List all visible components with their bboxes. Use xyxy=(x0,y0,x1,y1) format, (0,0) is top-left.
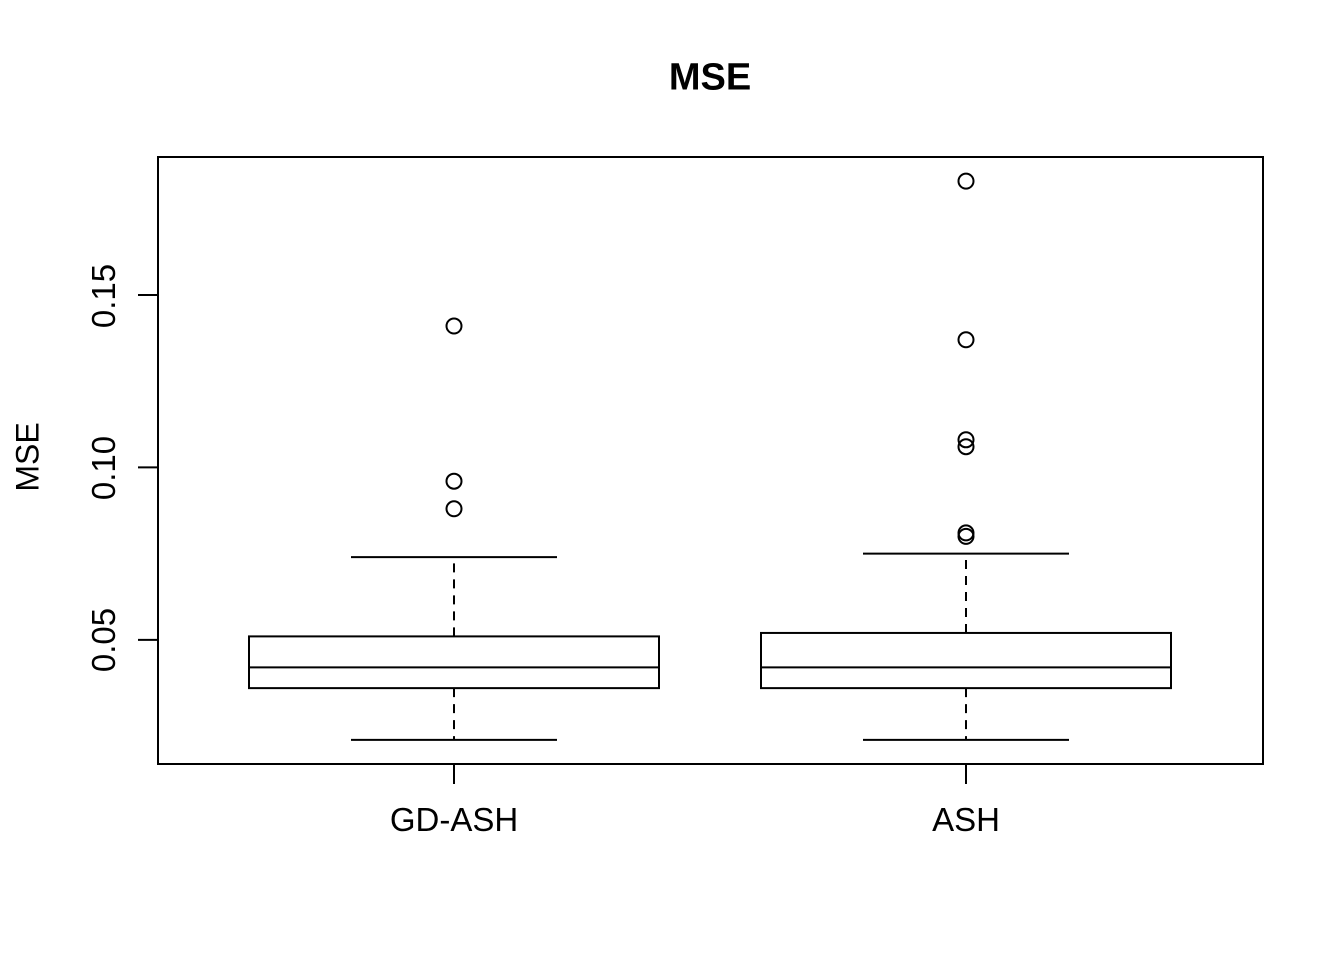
outlier-point xyxy=(957,331,975,349)
outlier-point xyxy=(957,172,975,190)
outlier-point xyxy=(957,431,975,449)
chart-title: MSE xyxy=(668,56,752,99)
outlier-point xyxy=(957,527,975,545)
iqr-box xyxy=(760,631,1172,690)
x-category-label-ash: ASH xyxy=(932,801,1000,838)
outlier-point xyxy=(445,500,463,518)
x-category-label-gd-ash: GD-ASH xyxy=(389,801,519,838)
iqr-box xyxy=(248,635,660,690)
outlier-point xyxy=(445,472,463,490)
plot-border xyxy=(157,156,1264,765)
outlier-point xyxy=(957,524,975,542)
outlier-point xyxy=(957,438,975,456)
outlier-point xyxy=(445,317,463,335)
